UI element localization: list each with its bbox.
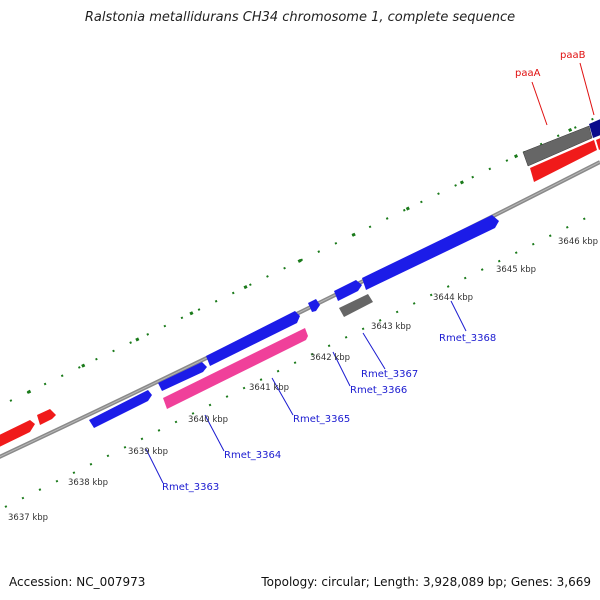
gene-label-paaA[interactable]: paaA (515, 68, 541, 79)
kbp-label: 3640 kbp (188, 415, 228, 425)
gene-rmet-3364 (158, 362, 207, 391)
leader-rmet-3368 (450, 300, 467, 332)
kbp-label: 3638 kbp (68, 478, 108, 488)
gene-labels: Rmet_3363 Rmet_3364 Rmet_3365 Rmet_3366 … (162, 333, 496, 493)
gene-label-rmet-3363[interactable]: Rmet_3363 (162, 482, 219, 493)
kbp-labels: 3637 kbp 3638 kbp 3639 kbp 3640 kbp 3641… (8, 237, 598, 523)
kbp-label: 3641 kbp (249, 383, 289, 393)
gene-label-rmet-3365[interactable]: Rmet_3365 (293, 414, 350, 425)
kbp-label: 3645 kbp (496, 265, 536, 275)
gene-rmet-3363 (89, 390, 152, 428)
gene-rmet-3368 (362, 215, 499, 290)
gene-rmet-3366 (308, 299, 320, 312)
map-title: Ralstonia metallidurans CH34 chromosome … (84, 10, 516, 25)
label-leaders (145, 300, 467, 484)
leader-paaA (531, 81, 548, 126)
gene-labels-red: paaA paaB (515, 50, 586, 79)
gene-red-left (0, 420, 35, 447)
label-leaders-red (531, 62, 595, 126)
gene-pink (163, 328, 308, 409)
gene-label-paaB[interactable]: paaB (560, 50, 586, 61)
gene-red-topright-edge (596, 138, 600, 150)
kbp-label: 3639 kbp (128, 447, 168, 457)
gene-rmet-3367 (334, 280, 362, 301)
kbp-label: 3642 kbp (310, 353, 350, 363)
leader-rmet-3366 (332, 351, 351, 387)
gene-label-rmet-3364[interactable]: Rmet_3364 (224, 450, 281, 461)
gene-paaB (589, 119, 600, 138)
kbp-label: 3637 kbp (8, 513, 48, 523)
gene-red-topright (530, 140, 597, 182)
kbp-label: 3643 kbp (371, 322, 411, 332)
leader-rmet-3364 (204, 414, 225, 452)
inner-tick-track (4, 211, 599, 508)
gene-label-rmet-3366[interactable]: Rmet_3366 (350, 385, 407, 396)
leader-rmet-3363 (145, 448, 164, 484)
gene-label-rmet-3367[interactable]: Rmet_3367 (361, 369, 418, 380)
gene-gray-small (339, 294, 373, 317)
leader-rmet-3365 (271, 377, 294, 416)
leader-rmet-3367 (362, 332, 386, 370)
gene-red-small (37, 409, 56, 425)
gene-label-rmet-3368[interactable]: Rmet_3368 (439, 333, 496, 344)
gene-rmet-3365 (206, 311, 300, 366)
gene-paaA (522, 125, 593, 167)
inner-tick-dots (4, 211, 599, 508)
gene-features (0, 119, 600, 447)
leader-paaB (579, 62, 595, 116)
genome-summary-text: Topology: circular; Length: 3,928,089 bp… (261, 575, 591, 589)
kbp-label: 3646 kbp (558, 237, 598, 247)
outer-tick-dots (9, 116, 598, 402)
accession-text: Accession: NC_007973 (9, 575, 146, 589)
kbp-label: 3644 kbp (433, 293, 473, 303)
